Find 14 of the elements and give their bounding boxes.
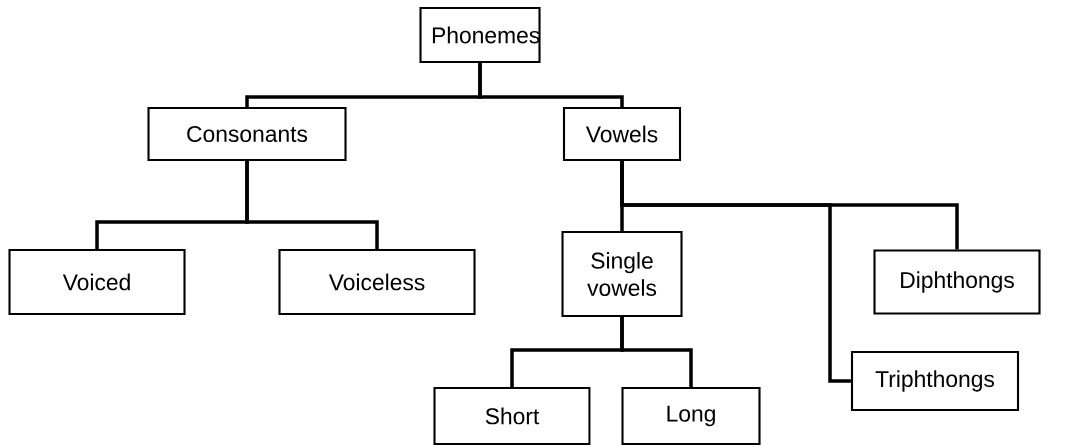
connector-line (478, 63, 624, 107)
category-box: Long (621, 386, 761, 445)
category-box: Triphthongs (850, 350, 1020, 412)
category-box: Phonemes (419, 6, 541, 64)
category-box: Consonants (147, 106, 347, 162)
category-box: Short (433, 386, 591, 445)
category-box: Voiced (8, 248, 186, 316)
connector-line (245, 161, 379, 249)
connector-line (620, 161, 959, 250)
connector-line (620, 317, 693, 387)
category-box: Diphthongs (873, 249, 1041, 315)
category-box: Single vowels (561, 230, 683, 318)
category-box: Vowels (562, 106, 682, 162)
category-box: Voiceless (278, 248, 476, 316)
